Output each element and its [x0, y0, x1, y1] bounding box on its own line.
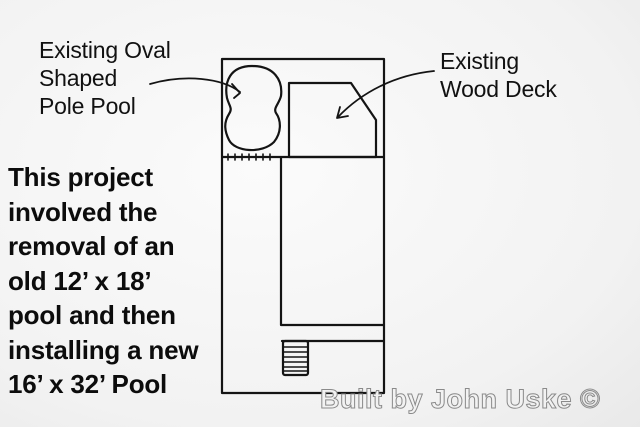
existing-oval-pool: [224, 64, 283, 152]
arrow-head-deck: [336, 106, 349, 119]
arrow-to-pool: [149, 77, 241, 93]
existing-wood-deck: [287, 81, 378, 159]
description-line: installing a new: [8, 334, 199, 365]
description-line: old 12’ x 18’: [8, 265, 152, 296]
existing-deck-label: Existing Wood Deck: [440, 47, 557, 103]
pool-label-line: Pole Pool: [39, 93, 136, 119]
pool-label-line: Existing Oval: [39, 37, 171, 63]
description-line: This project: [8, 162, 153, 192]
pool-label-line: Shaped: [39, 65, 118, 91]
existing-pool-label: Existing Oval Shaped Pole Pool: [39, 36, 171, 120]
pool-steps: [281, 339, 310, 377]
description-line: pool and then: [8, 300, 176, 330]
new-pool-outline: [279, 156, 385, 327]
description-line: involved the: [8, 196, 158, 227]
step-treads: [283, 346, 308, 372]
fence-marks: [227, 153, 271, 161]
yard-boundary: [220, 57, 386, 395]
deck-label-line: Existing: [440, 48, 519, 74]
description-line: 16’ x 32’ Pool: [8, 369, 168, 399]
description-line: removal of an: [8, 231, 175, 261]
arrow-head-pool: [231, 83, 241, 99]
project-description: This project involved the removal of an …: [8, 160, 199, 402]
deck-label-line: Wood Deck: [440, 76, 557, 102]
arrow-to-deck: [337, 70, 435, 118]
watermark: Built by John Uske ©: [319, 384, 601, 415]
